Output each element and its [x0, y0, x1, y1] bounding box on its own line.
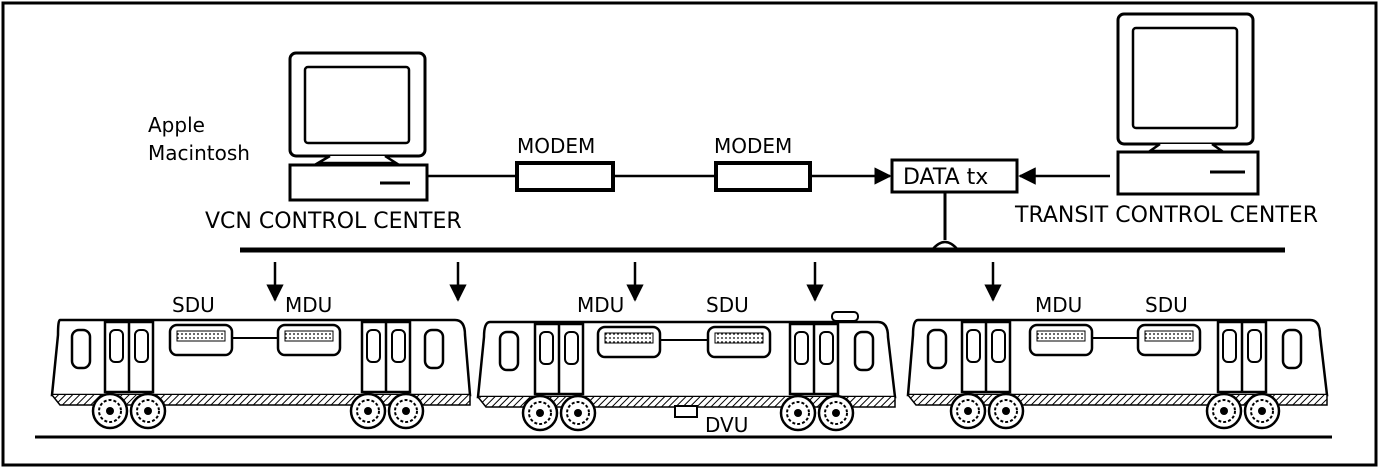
vcn-screen — [305, 67, 409, 143]
transit-control-center-label: TRANSIT CONTROL CENTER — [1014, 203, 1318, 228]
end-window — [1283, 330, 1301, 368]
macintosh-label: Macintosh — [148, 141, 250, 165]
car2-unit-label-2: SDU — [706, 293, 749, 317]
dvu-box — [675, 406, 697, 417]
end-window — [500, 332, 518, 370]
end-window — [855, 332, 873, 370]
car1-unit-label-1: SDU — [172, 293, 215, 317]
vcn-control-center-label: VCN CONTROL CENTER — [205, 209, 462, 234]
car2-unit-label-1: MDU — [577, 293, 624, 317]
modem-box-1 — [517, 163, 613, 190]
end-window — [425, 330, 443, 368]
car3-unit-label-2: SDU — [1145, 293, 1188, 317]
dvu-label: DVU — [705, 413, 748, 437]
apple-label: Apple — [148, 113, 205, 137]
modem-label-1: MODEM — [517, 134, 595, 158]
car1-unit-label-2: MDU — [285, 293, 332, 317]
end-window — [928, 330, 946, 368]
data-tx-label: DATA tx — [903, 165, 988, 190]
transit-computer — [1118, 14, 1258, 194]
modem-label-2: MODEM — [714, 134, 792, 158]
end-window — [72, 330, 90, 368]
transit-screen — [1133, 28, 1237, 128]
car3-unit-label-1: MDU — [1035, 293, 1082, 317]
roof-antenna — [832, 312, 858, 321]
modem-box-2 — [716, 163, 810, 190]
vcn-computer — [290, 53, 427, 200]
